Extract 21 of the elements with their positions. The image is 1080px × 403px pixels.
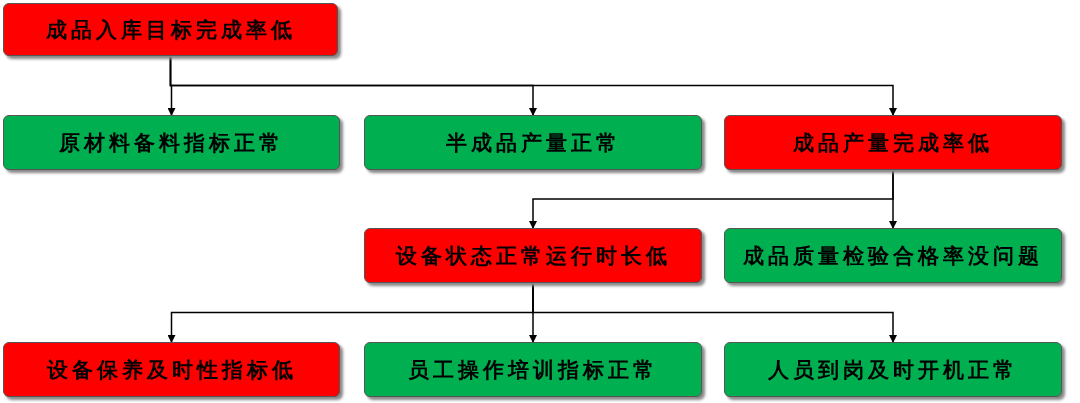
process-box	[364, 228, 702, 283]
process-box	[3, 3, 338, 56]
box-label: 人员到岗及时开机正常	[768, 356, 1018, 384]
process-box	[364, 115, 702, 170]
process-box	[3, 115, 340, 170]
arrow	[169, 55, 897, 116]
process-box	[3, 342, 340, 397]
process-box	[724, 228, 1062, 283]
box-label: 设备保养及时性指标低	[46, 356, 297, 384]
process-box	[724, 115, 1062, 170]
box-label: 设备状态正常运行时长低	[395, 242, 671, 270]
box-label: 员工操作培训指标正常	[408, 356, 658, 384]
box-label: 成品入库目标完成率低	[45, 16, 296, 44]
box-label: 半成品产量正常	[445, 129, 621, 157]
box-label: 原材料备料指标正常	[59, 129, 284, 157]
arrow	[889, 169, 897, 229]
box-label: 成品质量检验合格率没问题	[743, 242, 1043, 270]
arrow	[532, 282, 897, 343]
box-label: 成品产量完成率低	[793, 129, 993, 157]
process-box	[724, 342, 1062, 397]
process-box	[364, 342, 702, 397]
